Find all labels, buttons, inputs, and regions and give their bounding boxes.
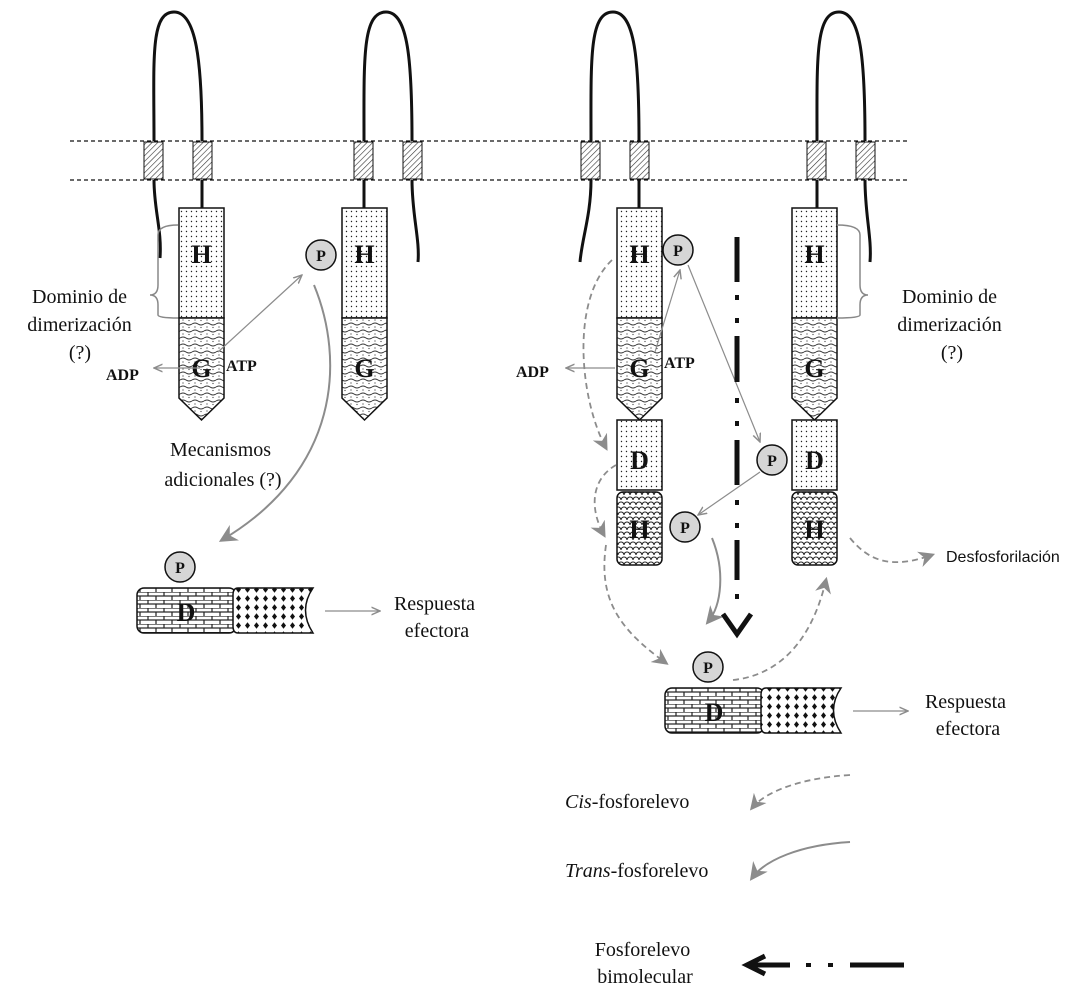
- transmembrane-segment: [354, 142, 373, 179]
- cis-phosphorelay-arrow-h-to-d: [583, 260, 612, 448]
- additional-mechanisms-arrow: [222, 285, 330, 540]
- output-domain: [761, 688, 841, 733]
- dimerization-label-left: Dominio de dimerización (?): [27, 286, 136, 364]
- hybrid-kinase-right-1: H G D H: [617, 208, 662, 565]
- svg-text:P: P: [703, 660, 713, 677]
- legend-bimolecular-arrow: [747, 956, 904, 974]
- svg-text:P: P: [680, 520, 690, 537]
- effector-response-label-left: Respuesta efectora: [394, 593, 480, 642]
- adp-label-right: ADP: [516, 364, 549, 381]
- svg-text:P: P: [316, 248, 326, 265]
- hybrid-kinase-right-2: H G D H: [792, 208, 837, 565]
- protein-backbone: [154, 12, 871, 262]
- histidine-kinase-left-1: H G: [179, 208, 224, 420]
- output-domain: [233, 588, 313, 633]
- membrane: [70, 141, 910, 180]
- trans-phosphorelay-arrow-d-to-hpt: [698, 472, 760, 515]
- dephosphorylation-arrow: [850, 538, 932, 562]
- h-domain-label: H: [354, 240, 374, 269]
- svg-text:P: P: [767, 453, 777, 470]
- d-domain-label: D: [630, 446, 649, 475]
- legend-trans-arrow: [752, 842, 850, 878]
- bimolecular-phosphorelay-arrow: [723, 237, 751, 634]
- dimerization-brace-left: [150, 225, 178, 318]
- transmembrane-segment: [807, 142, 826, 179]
- phosphoryl-group-hk-left: P: [306, 240, 336, 270]
- response-regulator-right: P D: [665, 652, 841, 733]
- g-domain-label: G: [354, 354, 374, 383]
- transmembrane-segment: [144, 142, 163, 179]
- svg-text:P: P: [175, 560, 185, 577]
- transmembrane-segment: [630, 142, 649, 179]
- g-domain-label: G: [804, 354, 824, 383]
- d-domain-label: D: [805, 446, 824, 475]
- dimerization-label-right: Dominio de dimerización (?): [897, 286, 1006, 364]
- h-domain-label: H: [804, 240, 824, 269]
- atp-to-p-arrow-left: [218, 275, 302, 352]
- response-regulator-left: P D: [137, 552, 313, 633]
- effector-response-label-right: Respuesta efectora: [925, 691, 1011, 740]
- transmembrane-segment: [403, 142, 422, 179]
- h-domain-label: H: [629, 240, 649, 269]
- legend-cis-arrow: [752, 775, 850, 808]
- atp-label-left: ATP: [226, 358, 257, 375]
- legend-bimolecular-label: Fosforelevo bimolecular: [595, 939, 696, 988]
- transmembrane-segment: [193, 142, 212, 179]
- adp-label-left: ADP: [106, 367, 139, 384]
- dephosphorylation-arrow-rr-to-hpt: [733, 580, 826, 680]
- transmembrane-segment: [581, 142, 600, 179]
- hpt-domain-label: H: [804, 515, 824, 544]
- phosphoryl-group-hpt-right: P: [670, 512, 700, 542]
- dephosphorylation-label: Desfosforilación: [946, 549, 1060, 566]
- legend-cis-label: Cis-fosforelevo: [565, 791, 689, 813]
- hpt-domain-label: H: [629, 515, 649, 544]
- trans-phosphorelay-arrow-hpt-to-rr: [708, 538, 720, 622]
- transmembrane-segment: [856, 142, 875, 179]
- legend-trans-label: Trans-fosforelevo: [565, 860, 708, 882]
- phosphoryl-group-d-right: P: [757, 445, 787, 475]
- h-domain-label: H: [191, 240, 211, 269]
- dimerization-brace-right: [837, 225, 868, 318]
- phosphoryl-group-hk-right: P: [663, 235, 693, 265]
- svg-text:P: P: [673, 243, 683, 260]
- legend: Cis-fosforelevo Trans-fosforelevo Fosfor…: [565, 775, 904, 988]
- svg-text:D: D: [177, 598, 196, 627]
- cis-phosphorelay-arrow-d-to-hpt: [595, 465, 616, 535]
- additional-mechanisms-label: Mecanismos adicionales (?): [164, 439, 281, 491]
- svg-text:D: D: [705, 698, 724, 727]
- histidine-kinase-left-2: H G: [342, 208, 387, 420]
- trans-phosphorelay-arrow-h-to-d: [688, 265, 760, 442]
- g-domain-label: G: [629, 354, 649, 383]
- atp-label-right: ATP: [664, 355, 695, 372]
